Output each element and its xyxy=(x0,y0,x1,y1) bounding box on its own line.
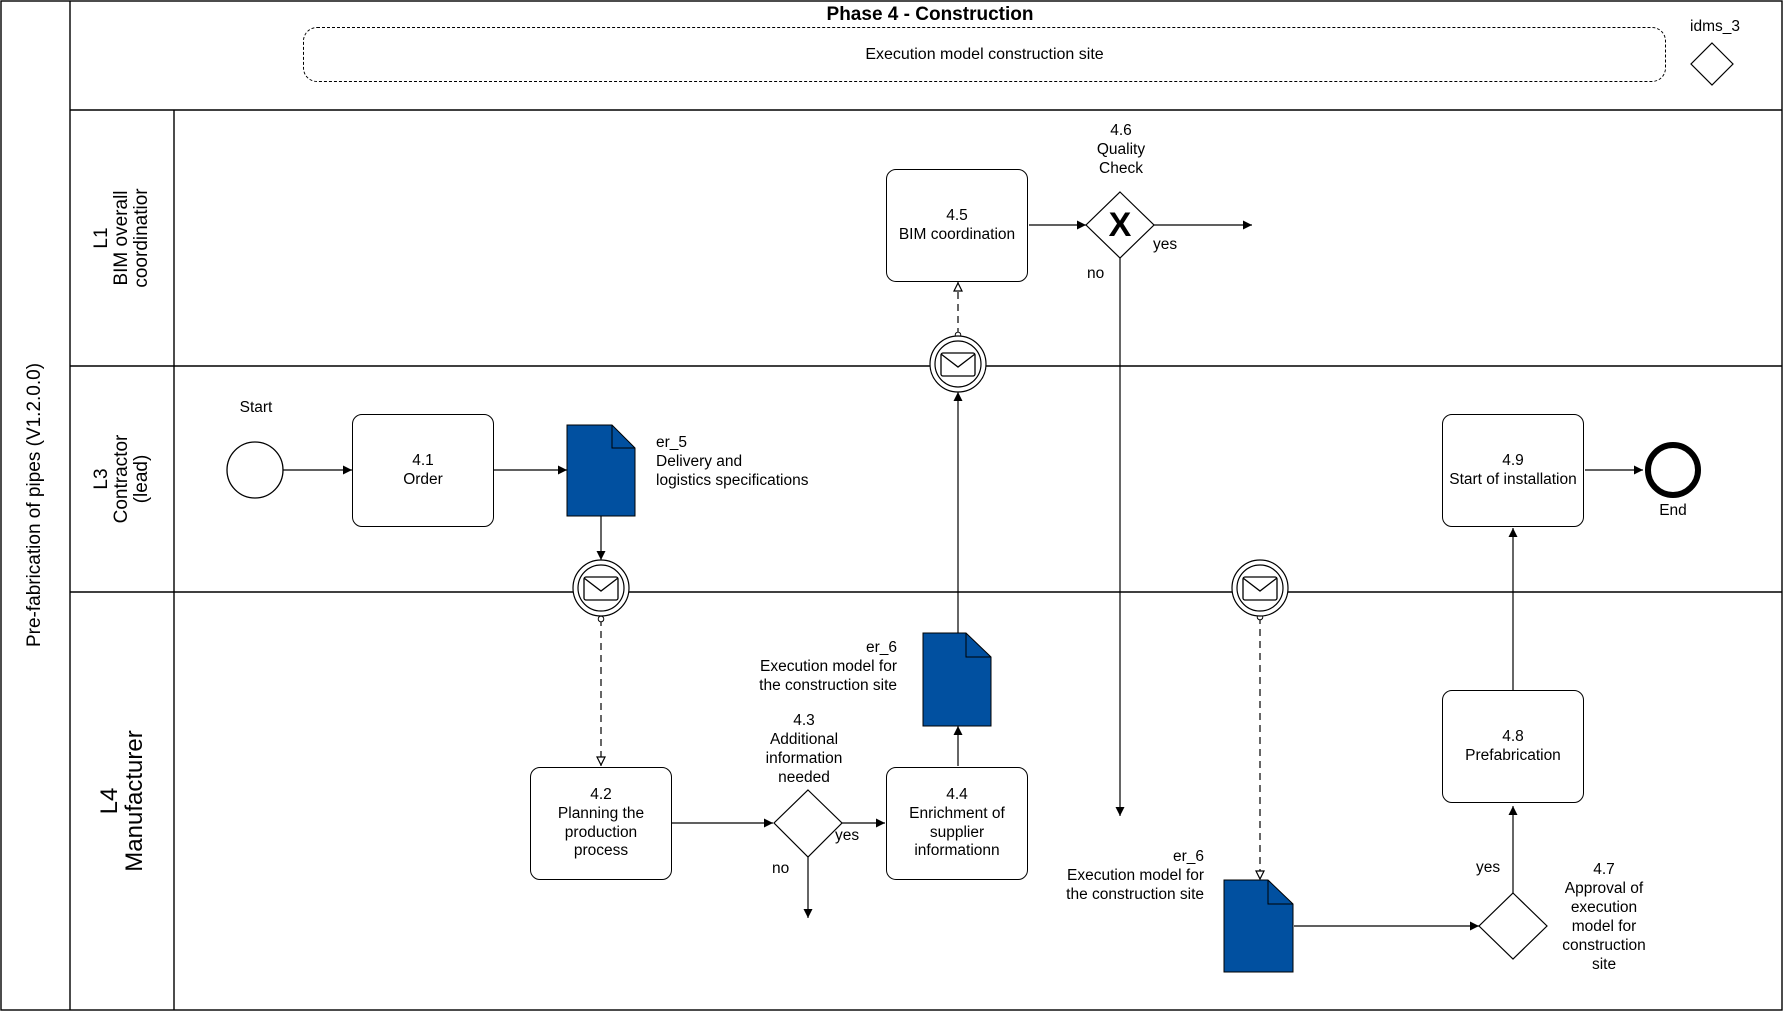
document-label-line: Delivery and xyxy=(656,452,743,470)
lane-code: L3 xyxy=(91,468,113,490)
message-event-contractor-manufacturer-right xyxy=(1231,559,1289,617)
gateway-label-line: Additional xyxy=(769,730,839,748)
gateway-label-line: Quality xyxy=(1096,140,1146,158)
flow-label-yes-4-7: yes xyxy=(1476,859,1501,876)
flow-label-no-4-3: no xyxy=(772,860,790,877)
document-label-line: logistics specifications xyxy=(656,471,809,489)
phase-group: Execution model construction site xyxy=(303,27,1666,82)
end-event xyxy=(1645,442,1701,498)
document-er6b-label: er_6 Execution model for the constructio… xyxy=(1004,848,1204,905)
task-id: 4.8 xyxy=(1502,727,1524,745)
lane-label-l3: L3 Contractor (lead) xyxy=(70,366,174,592)
sequence-flows xyxy=(283,220,1643,931)
document-er6a-label: er_6 Execution model for the constructio… xyxy=(697,639,897,696)
document-id: er_6 xyxy=(1172,848,1204,865)
task-4-5-bim-coordination[interactable]: 4.5 BIM coordination xyxy=(886,169,1028,282)
task-label-line: Order xyxy=(403,470,443,488)
document-label-line: Execution model for xyxy=(760,657,897,675)
lane-code: L1 xyxy=(91,227,113,249)
task-id: 4.4 xyxy=(946,785,968,803)
task-4-4-enrichment[interactable]: 4.4 Enrichment of supplier informationn xyxy=(886,767,1028,880)
task-id: 4.9 xyxy=(1502,451,1524,469)
start-event-label: Start xyxy=(239,399,273,416)
gateway-4-3 xyxy=(773,789,843,858)
gateway-label-line: execution xyxy=(1570,898,1638,916)
lane-label-l4: L4 Manufacturer xyxy=(70,592,174,1010)
task-label-line: Start of installation xyxy=(1449,470,1577,488)
gateway-4-3-label: 4.3 Additional information needed xyxy=(754,712,854,788)
task-label-line: Prefabrication xyxy=(1465,746,1561,764)
pool-title: Pre-fabrication of pipes (V1.2.0.0) xyxy=(24,362,45,648)
task-4-2-planning[interactable]: 4.2 Planning the production process xyxy=(530,767,672,880)
lane-name-line: BIM overall xyxy=(111,190,133,286)
document-er5-fold xyxy=(611,425,635,449)
gateway-label-line: model for xyxy=(1571,917,1637,935)
document-er5 xyxy=(566,424,636,517)
document-label-line: the construction site xyxy=(1066,885,1204,903)
envelope-icon xyxy=(583,576,619,601)
task-4-9-start-installation[interactable]: 4.9 Start of installation xyxy=(1442,414,1584,527)
task-id: 4.1 xyxy=(412,451,434,469)
gateway-label-line: needed xyxy=(778,768,830,786)
idms-marker-diamond xyxy=(1690,42,1734,86)
gateway-label-line: information xyxy=(765,749,843,767)
lane-name-line: (lead) xyxy=(130,454,152,504)
flow-label-yes-4-3: yes xyxy=(835,827,860,844)
gateway-id: 4.3 xyxy=(793,712,815,729)
gateway-4-7 xyxy=(1478,892,1548,960)
task-id: 4.5 xyxy=(946,206,968,224)
message-event-contractor-manufacturer-left xyxy=(572,559,630,617)
document-er6b xyxy=(1223,879,1294,973)
task-4-1-order[interactable]: 4.1 Order xyxy=(352,414,494,527)
end-event-label: End xyxy=(1659,502,1687,519)
task-label-line: process xyxy=(573,842,629,860)
idms-marker-label: idms_3 xyxy=(1690,18,1740,35)
message-event-coordinator-contractor xyxy=(929,335,987,393)
gateway-label-line: site xyxy=(1591,955,1617,973)
document-er6b-fold xyxy=(1267,880,1293,905)
gateway-label-line: Check xyxy=(1099,159,1143,177)
task-label-line: Planning the xyxy=(557,804,645,822)
task-4-8-prefabrication[interactable]: 4.8 Prefabrication xyxy=(1442,690,1584,803)
gateway-id: 4.6 xyxy=(1110,122,1132,139)
flow-label-yes-4-6: yes xyxy=(1153,236,1178,253)
gateway-label-line: construction xyxy=(1562,936,1646,954)
document-id: er_5 xyxy=(656,434,688,451)
envelope-icon xyxy=(940,352,976,377)
gateway-4-7-label: 4.7 Approval of execution model for cons… xyxy=(1549,861,1659,974)
gateway-4-6-label: 4.6 Quality Check xyxy=(1071,122,1171,179)
envelope-icon xyxy=(1242,576,1278,601)
task-label-line: BIM coordination xyxy=(898,225,1016,243)
gateway-label-line: Approval of xyxy=(1564,879,1644,897)
document-er5-label: er_5 Delivery and logistics specificatio… xyxy=(656,434,856,491)
task-label-line: informationn xyxy=(914,842,1000,860)
task-id: 4.2 xyxy=(590,785,612,803)
gateway-id: 4.7 xyxy=(1593,861,1615,878)
flow-label-no-4-6: no xyxy=(1087,265,1105,282)
document-label-line: Execution model for xyxy=(1067,866,1204,884)
lane-name-line: Contractor xyxy=(111,434,133,524)
start-event xyxy=(226,441,284,499)
task-label-line: supplier xyxy=(929,823,985,841)
x-icon: X xyxy=(1109,206,1132,244)
gateway-4-6: X xyxy=(1085,191,1155,259)
document-label-line: the construction site xyxy=(759,676,897,694)
task-label-line: production xyxy=(564,823,638,841)
document-id: er_6 xyxy=(865,639,897,656)
document-er6a-fold xyxy=(965,633,991,658)
phase-title: Phase 4 - Construction xyxy=(826,4,1034,25)
message-flows xyxy=(601,282,1260,880)
document-er6a xyxy=(922,632,992,727)
lane-code: L4 xyxy=(95,787,123,815)
task-label-line: Enrichment of xyxy=(909,804,1005,822)
lane-label-l1: L1 BIM overall coordinatior xyxy=(70,110,174,366)
lane-name-line: coordinatior xyxy=(130,188,152,288)
lane-name-line: Manufacturer xyxy=(121,730,148,872)
phase-group-label: Execution model construction site xyxy=(865,45,1104,63)
